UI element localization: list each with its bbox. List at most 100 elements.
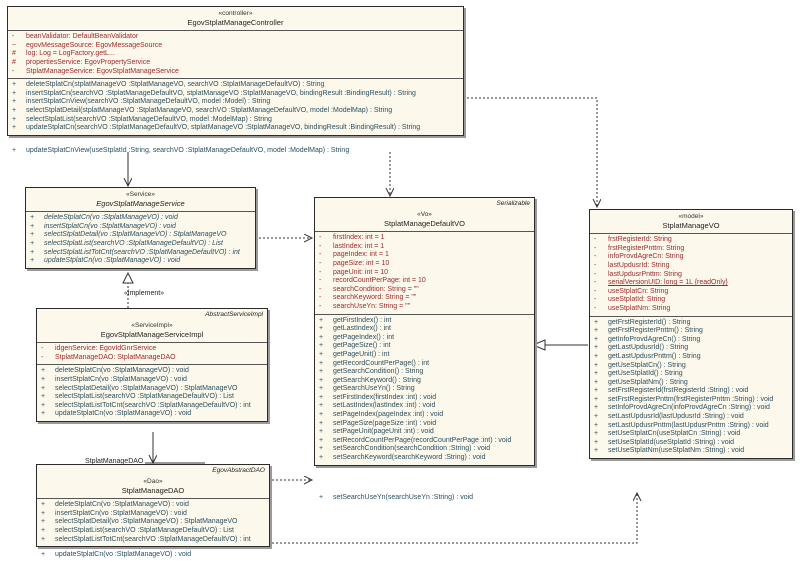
attribute[interactable]: -beanValidator: DefaultBeanValidator (8, 33, 463, 42)
attribute[interactable]: -searchKeyword: String = "" (315, 294, 534, 303)
attribute[interactable]: #propertiesService: EgovPropertyService (8, 59, 463, 68)
operation[interactable]: +getPageSize() : int (315, 342, 534, 351)
operation-text: selectStplatDetail(vo :StplatManageVO) :… (55, 518, 238, 526)
operation-text: setFirstIndex(firstIndex :int) : void (333, 393, 437, 401)
operation[interactable]: +insertStplatCnView(searchVO :StplatMana… (8, 98, 463, 107)
static-attribute[interactable]: -serialVersionUID: long = 1L {readOnly} (590, 279, 792, 288)
operation[interactable]: +selectStplatDetail(vo :StplatManageVO) … (37, 518, 269, 527)
operation[interactable]: +selectStplatList(searchVO :StplatManage… (37, 527, 269, 536)
attribute[interactable]: -frstRegisterId: String (590, 236, 792, 245)
operation[interactable]: +setFrstRegisterId(frstRegisterId :Strin… (590, 387, 792, 396)
operation[interactable]: +setSearchKeyword(searchKeyword :String)… (315, 454, 534, 463)
attribute[interactable]: -lastIndex: int = 1 (315, 243, 534, 252)
attribute-text: infoProvdAgreCn: String (608, 253, 684, 261)
class-stplat-manage-vo[interactable]: «model» StplatManageVO -frstRegisterId: … (589, 209, 793, 460)
operation-text: setRecordCountPerPage(recordCountPerPage… (333, 436, 512, 444)
operation[interactable]: +getFirstIndex() : int (315, 317, 534, 326)
operation-text: getUseStplatCn() : String (608, 361, 686, 369)
operation[interactable]: +insertStplatCn(vo :StplatManageVO) : vo… (37, 510, 269, 519)
operation[interactable]: +selectStplatDetail(vo :StplatManageVO) … (37, 385, 267, 394)
operation[interactable]: +updateStplatCn(vo :StplatManageVO) : vo… (26, 257, 255, 266)
operation[interactable]: +getSearchKeyword() : String (315, 377, 534, 386)
operation[interactable]: +getUseStplatCn() : String (590, 362, 792, 371)
operation[interactable]: +updateStplatCn(vo :StplatManageVO) : vo… (37, 410, 267, 419)
attribute[interactable]: -firstIndex: int = 1 (315, 234, 534, 243)
operation[interactable]: +setLastUpdusrPnttm(lastUpdusrPnttm :Str… (590, 422, 792, 431)
operation[interactable]: +setLastIndex(lastIndex :int) : void (315, 402, 534, 411)
operation[interactable]: +getFrstRegisterId() : String (590, 319, 792, 328)
operation[interactable]: +insertStplatCn(searchVO :StplatManageDe… (8, 90, 463, 99)
operation[interactable]: +getPageUnit() : int (315, 351, 534, 360)
operation[interactable]: +selectStplatListTotCnt(searchVO :Stplat… (26, 249, 255, 258)
operation[interactable]: +getLastUpdusrPnttm() : String (590, 353, 792, 362)
overflow-operation[interactable]: +updateStplatCnView(useStplatId :String,… (12, 147, 349, 156)
attribute[interactable]: -useStplatId: String (590, 296, 792, 305)
operation[interactable]: +selectStplatListTotCnt(searchVO :Stplat… (37, 536, 269, 545)
operation[interactable]: +setPageIndex(pageIndex :int) : void (315, 411, 534, 420)
class-egov-stplat-manage-service-impl[interactable]: AbstractServiceImpl «ServiceImpl» EgovSt… (36, 308, 268, 422)
operation[interactable]: +setRecordCountPerPage(recordCountPerPag… (315, 437, 534, 446)
operation[interactable]: +setPageUnit(pageUnit :int) : void (315, 428, 534, 437)
attribute[interactable]: -StplatManageService: EgovStplatManageSe… (8, 68, 463, 77)
operation[interactable]: +setUseStplatCn(useStplatCn :String) : v… (590, 430, 792, 439)
operation[interactable]: +setPageSize(pageSize :int) : void (315, 420, 534, 429)
operation[interactable]: +selectStplatList(searchVO :StplatManage… (37, 393, 267, 402)
operation[interactable]: +getUseStplatId() : String (590, 370, 792, 379)
class-egov-stplat-manage-service[interactable]: «Service» EgovStplatManageService +delet… (25, 187, 256, 269)
operation[interactable]: +deleteStplatCn(vo :StplatManageVO) : vo… (37, 367, 267, 376)
operation[interactable]: +selectStplatDetail(stplatManageVO :Stpl… (8, 107, 463, 116)
attribute[interactable]: -useStplatNm: String (590, 305, 792, 314)
class-egov-stplat-manage-controller[interactable]: «controller» EgovStplatManageController … (7, 6, 464, 136)
attribute[interactable]: -lastUpdusrId: String (590, 262, 792, 271)
attribute[interactable]: -useStplatCn: String (590, 288, 792, 297)
operation[interactable]: +getInfoProvdAgreCn() : String (590, 336, 792, 345)
operation[interactable]: +selectStplatList(searchVO :StplatManage… (26, 240, 255, 249)
operation[interactable]: +deleteStplatCn(stplatManageVO :StplatMa… (8, 81, 463, 90)
operation[interactable]: +setInfoProvdAgreCn(infoProvdAgreCn :Str… (590, 404, 792, 413)
class-stplat-manage-default-vo[interactable]: Serializable «Vo» StplatManageDefaultVO … (314, 197, 535, 466)
operation[interactable]: +getFrstRegisterPnttm() : String (590, 327, 792, 336)
operation[interactable]: +setFrstRegisterPnttm(frstRegisterPnttm … (590, 396, 792, 405)
class-stplat-manage-dao[interactable]: EgovAbstractDAO «Dao» StplatManageDAO +d… (36, 464, 270, 548)
operation[interactable]: +setFirstIndex(firstIndex :int) : void (315, 394, 534, 403)
operation[interactable]: +selectStplatListTotCnt(searchVO :Stplat… (37, 402, 267, 411)
attribute-text: pageUnit: int = 10 (333, 268, 389, 276)
attribute[interactable]: -pageUnit: int = 10 (315, 269, 534, 278)
attribute[interactable]: -pageIndex: int = 1 (315, 251, 534, 260)
operation[interactable]: +getSearchCondition() : String (315, 368, 534, 377)
operation[interactable]: +getSearchUseYn() : String (315, 385, 534, 394)
attribute[interactable]: -lastUpdusrPnttm: String (590, 271, 792, 280)
attribute[interactable]: #log: Log = LogFactory.getL... (8, 50, 463, 59)
operation[interactable]: +selectStplatList(searchVO :StplatManage… (8, 116, 463, 125)
operation[interactable]: +selectStplatDetail(vo :StplatManageVO) … (26, 231, 255, 240)
operation[interactable]: +setUseStplatId(useStplatId :String) : v… (590, 439, 792, 448)
operation[interactable]: +setLastUpdusrId(lastUpdusrId :String) :… (590, 413, 792, 422)
operation[interactable]: +getLastIndex() : int (315, 325, 534, 334)
attribute[interactable]: -recordCountPerPage: int = 10 (315, 277, 534, 286)
visibility-marker: + (319, 333, 324, 341)
attribute[interactable]: -searchCondition: String = "" (315, 286, 534, 295)
operation[interactable]: +getPageIndex() : int (315, 334, 534, 343)
operation[interactable]: +insertStplatCn(vo :StplatManageVO) : vo… (37, 376, 267, 385)
operation[interactable]: +getLastUpdusrId() : String (590, 344, 792, 353)
attribute[interactable]: -searchUseYn: String = "" (315, 303, 534, 312)
operation[interactable]: +setSearchCondition(searchCondition :Str… (315, 445, 534, 454)
operation[interactable]: +insertStplatCn(vo :StplatManageVO) : vo… (26, 223, 255, 232)
operation[interactable]: +setUseStplatNm(useStplatNm :String) : v… (590, 447, 792, 456)
attribute[interactable]: -pageSize: int = 10 (315, 260, 534, 269)
operation[interactable]: +deleteStplatCn(vo :StplatManageVO) : vo… (26, 214, 255, 223)
attribute[interactable]: -idgenService: EgovIdGnrService (37, 345, 267, 354)
generalization-arrowhead (531, 339, 546, 351)
operation[interactable]: +deleteStplatCn(vo :StplatManageVO) : vo… (37, 501, 269, 510)
overflow-operation[interactable]: +setSearchUseYn(searchUseYn :String) : v… (319, 494, 473, 503)
operation[interactable]: +getUseStplatNm() : String (590, 379, 792, 388)
operation[interactable]: +getRecordCountPerPage() : int (315, 360, 534, 369)
operation-text: getInfoProvdAgreCn() : String (608, 335, 701, 343)
attribute[interactable]: -frstRegisterPnttm: String (590, 245, 792, 254)
attribute[interactable]: ~egovMessageSource: EgovMessageSource (8, 42, 463, 51)
overflow-operation[interactable]: +updateStplatCn(vo :StplatManageVO) : vo… (41, 551, 191, 560)
attribute[interactable]: -infoProvdAgreCn: String (590, 253, 792, 262)
attribute[interactable]: -StplatManageDAO: StplatManageDAO (37, 354, 267, 363)
operation[interactable]: +updateStplatCn(searchVO :StplatManageDe… (8, 124, 463, 133)
